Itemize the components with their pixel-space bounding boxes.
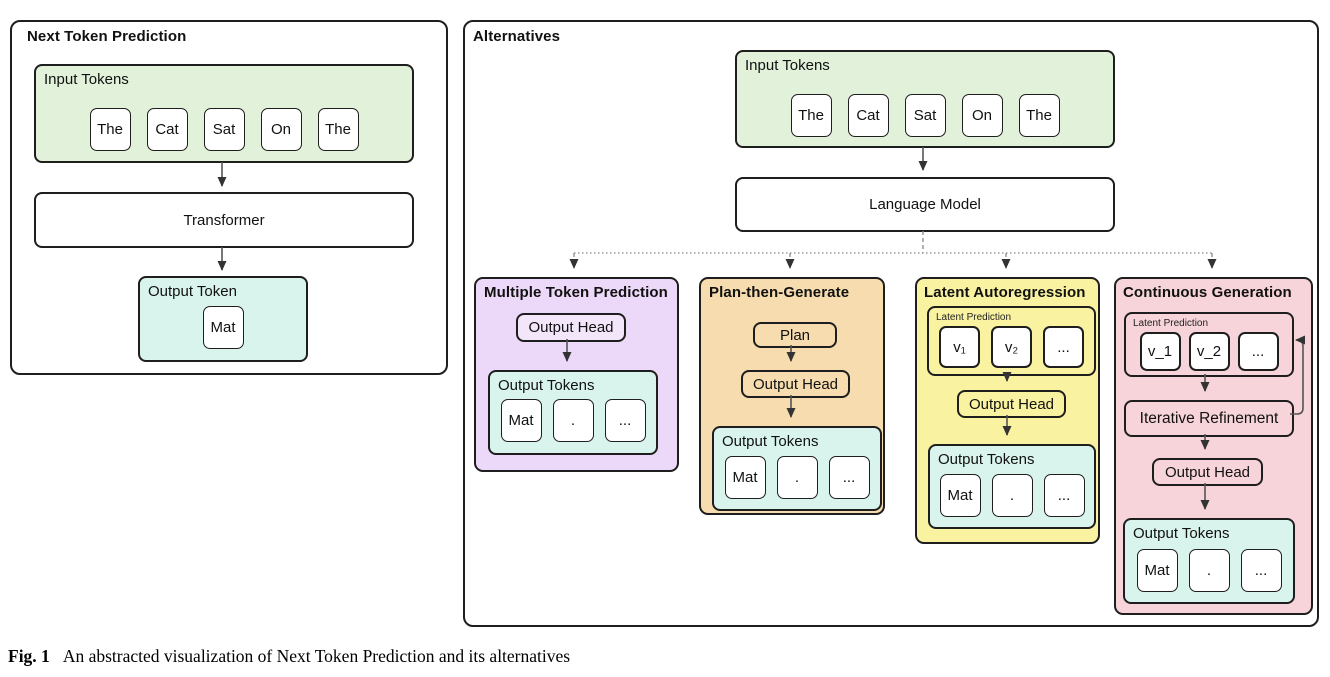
- input-token-row: The Cat Sat On The: [737, 94, 1113, 137]
- panel-title: Next Token Prediction: [27, 28, 187, 45]
- output-head-box: Output Head: [741, 370, 850, 398]
- output-token-row: Mat . ...: [930, 474, 1094, 517]
- latent-prediction-label: Latent Prediction: [1133, 318, 1209, 329]
- plan-then-generate-panel: Plan-then-Generate Plan Output Head Outp…: [699, 277, 885, 515]
- next-token-prediction-panel: Next Token Prediction Input Tokens The C…: [10, 20, 448, 375]
- output-token: Mat: [202, 306, 244, 349]
- output-token: Mat: [724, 456, 766, 499]
- latent-token: v_1: [1139, 332, 1181, 371]
- subpanel-title: Plan-then-Generate: [709, 284, 850, 301]
- input-token-row: The Cat Sat On The: [36, 108, 412, 151]
- latent-token: ...: [1043, 326, 1084, 368]
- plan-box: Plan: [753, 322, 837, 348]
- input-token: The: [89, 108, 131, 151]
- input-tokens-box: Input Tokens The Cat Sat On The: [34, 64, 414, 163]
- output-token: .: [776, 456, 818, 499]
- input-token: The: [790, 94, 832, 137]
- output-token: Mat: [1136, 549, 1178, 592]
- output-head-box: Output Head: [1152, 458, 1263, 486]
- alternatives-panel: Alternatives Input Tokens The Cat Sat On…: [463, 20, 1319, 627]
- input-token: The: [1018, 94, 1060, 137]
- output-token: ...: [1043, 474, 1085, 517]
- multiple-token-prediction-panel: Multiple Token Prediction Output Head Ou…: [474, 277, 679, 472]
- latent-autoregression-panel: Latent Autoregression Latent Prediction …: [915, 277, 1100, 544]
- output-tokens-box: Output Tokens Mat . ...: [928, 444, 1096, 529]
- output-token: .: [991, 474, 1033, 517]
- output-tokens-box: Output Tokens Mat . ...: [1123, 518, 1295, 604]
- input-tokens-box: Input Tokens The Cat Sat On The: [735, 50, 1115, 148]
- output-token: ...: [1240, 549, 1282, 592]
- latent-token-row: v₁ v₂ ...: [929, 326, 1094, 368]
- iterative-refinement-box: Iterative Refinement: [1124, 400, 1294, 437]
- output-token: Mat: [500, 399, 542, 442]
- latent-token: v_2: [1188, 332, 1230, 371]
- output-tokens-label: Output Tokens: [938, 451, 1035, 468]
- latent-prediction-box: Latent Prediction v₁ v₂ ...: [927, 306, 1096, 376]
- language-model-box: Language Model: [735, 177, 1115, 232]
- input-token: Sat: [904, 94, 946, 137]
- output-tokens-label: Output Tokens: [498, 377, 595, 394]
- continuous-generation-panel: Continuous Generation Latent Prediction …: [1114, 277, 1313, 615]
- output-token: ...: [828, 456, 870, 499]
- subpanel-title: Latent Autoregression: [924, 284, 1086, 301]
- output-head-box: Output Head: [516, 313, 626, 342]
- output-token: Mat: [939, 474, 981, 517]
- output-head-box: Output Head: [957, 390, 1066, 418]
- subpanel-title: Continuous Generation: [1123, 284, 1292, 301]
- panel-title: Alternatives: [473, 28, 561, 45]
- output-token-box: Output Token Mat: [138, 276, 308, 362]
- latent-token: v₁: [939, 326, 980, 368]
- latent-token: ...: [1237, 332, 1279, 371]
- output-token-row: Mat . ...: [1125, 549, 1293, 592]
- input-tokens-label: Input Tokens: [745, 57, 830, 74]
- input-token: Sat: [203, 108, 245, 151]
- input-token: On: [961, 94, 1003, 137]
- output-token-row: Mat . ...: [490, 399, 656, 442]
- output-tokens-box: Output Tokens Mat . ...: [488, 370, 658, 455]
- output-token: .: [552, 399, 594, 442]
- transformer-box: Transformer: [34, 192, 414, 248]
- input-token: On: [260, 108, 302, 151]
- latent-prediction-box: Latent Prediction v_1 v_2 ...: [1124, 312, 1294, 377]
- output-token-label: Output Token: [148, 283, 237, 300]
- output-tokens-label: Output Tokens: [1133, 525, 1230, 542]
- output-token: ...: [604, 399, 646, 442]
- input-token: Cat: [146, 108, 188, 151]
- subpanel-title: Multiple Token Prediction: [484, 284, 668, 301]
- figure-caption-text: An abstracted visualization of Next Toke…: [62, 646, 571, 666]
- output-token: .: [1188, 549, 1230, 592]
- input-tokens-label: Input Tokens: [44, 71, 129, 88]
- output-token-row: Mat . ...: [714, 456, 880, 499]
- output-token-row: Mat: [140, 306, 306, 349]
- input-token: Cat: [847, 94, 889, 137]
- output-tokens-box: Output Tokens Mat . ...: [712, 426, 882, 511]
- figure-caption-tag: Fig. 1: [8, 646, 50, 666]
- figure-caption: Fig. 1 An abstracted visualization of Nex…: [8, 646, 570, 667]
- latent-prediction-label: Latent Prediction: [936, 312, 1012, 323]
- latent-token: v₂: [991, 326, 1032, 368]
- latent-token-row: v_1 v_2 ...: [1126, 332, 1292, 371]
- input-token: The: [317, 108, 359, 151]
- output-tokens-label: Output Tokens: [722, 433, 819, 450]
